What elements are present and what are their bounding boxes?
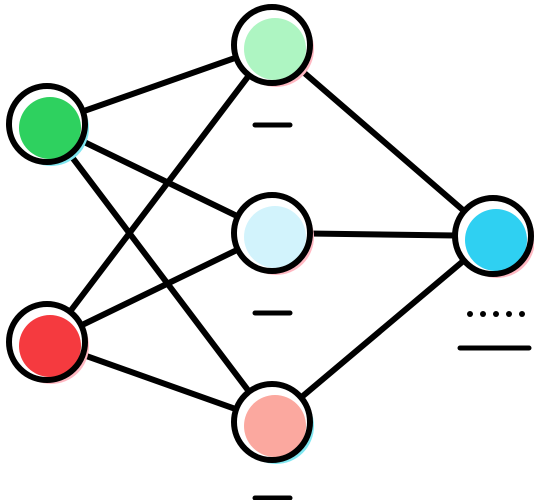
node-output <box>452 195 534 278</box>
node-outline <box>231 4 313 86</box>
node-outline <box>231 192 313 274</box>
node-fill <box>244 395 306 457</box>
node-outline <box>231 381 313 463</box>
node-group <box>6 4 534 464</box>
node-fill <box>19 315 81 377</box>
node-input-bottom <box>6 301 89 384</box>
edge-hidden-bottom-to-output <box>269 233 496 425</box>
output-label-dots <box>467 311 525 317</box>
edge-input-bottom-to-hidden-top <box>44 42 275 345</box>
node-fill <box>19 97 81 159</box>
edge-input-bottom-to-hidden-middle <box>44 230 275 345</box>
label-placeholder-group <box>252 122 532 500</box>
node-hidden-top <box>231 4 314 87</box>
node-outline <box>6 301 88 383</box>
node-fill <box>244 18 306 80</box>
node-input-top <box>6 83 89 166</box>
node-hidden-bottom <box>231 381 314 464</box>
node-outline <box>452 195 534 277</box>
edge-input-top-to-hidden-bottom <box>44 121 275 425</box>
edge-hidden-top-to-output <box>269 42 496 239</box>
node-fill <box>465 209 527 271</box>
node-outline <box>6 83 88 165</box>
node-hidden-middle <box>231 192 314 275</box>
node-fill <box>244 206 306 268</box>
